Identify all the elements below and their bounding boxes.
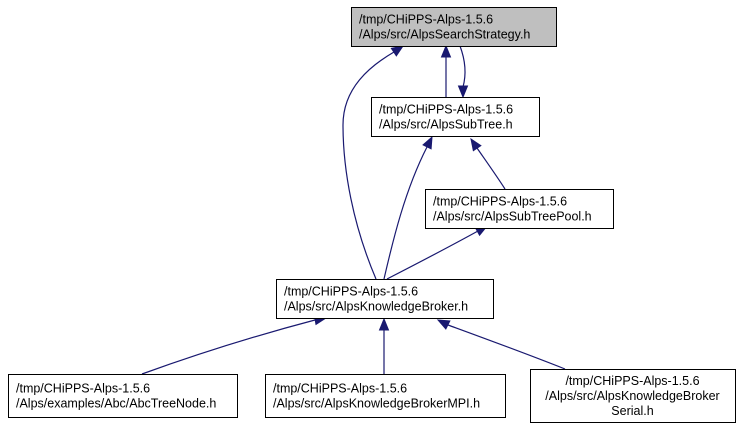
- edge-search_strategy-to-subtree: [457, 45, 469, 99]
- node-broker-mpi[interactable]: /tmp/CHiPPS-Alps-1.5.6/Alps/src/AlpsKnow…: [265, 374, 506, 418]
- edge-subtree-to-search_strategy: [440, 44, 452, 98]
- node-broker-serial[interactable]: /tmp/CHiPPS-Alps-1.5.6/Alps/src/AlpsKnow…: [530, 369, 736, 423]
- node-subtree[interactable]: /tmp/CHiPPS-Alps-1.5.6/Alps/src/AlpsSubT…: [371, 97, 540, 137]
- node-label-line: /Alps/examples/Abc/AbcTreeNode.h: [16, 397, 216, 411]
- node-box: [530, 369, 736, 423]
- node-label-line: /Alps/src/AlpsKnowledgeBrokerMPI.h: [273, 397, 480, 411]
- node-box: [351, 7, 557, 47]
- node-label-line: Serial.h: [611, 404, 653, 418]
- node-box: [425, 189, 614, 229]
- edge-line: [383, 146, 428, 280]
- edge-line: [447, 324, 566, 370]
- edge-line: [141, 319, 316, 375]
- node-label-line: /Alps/src/AlpsKnowledgeBroker.h: [284, 300, 468, 314]
- arrowhead: [470, 137, 482, 152]
- edge-broker_serial-to-knowledge_broker: [436, 319, 566, 370]
- edge-abc_tree_node-to-knowledge_broker: [141, 314, 328, 375]
- edge-knowledge_broker-to-subtree: [383, 135, 433, 280]
- node-label-line: /tmp/CHiPPS-Alps-1.5.6: [565, 374, 699, 388]
- node-label-line: /tmp/CHiPPS-Alps-1.5.6: [359, 13, 493, 27]
- node-box: [371, 97, 540, 137]
- node-knowledge-broker[interactable]: /tmp/CHiPPS-Alps-1.5.6/Alps/src/AlpsKnow…: [276, 279, 494, 319]
- node-search-strategy[interactable]: /tmp/CHiPPS-Alps-1.5.6/Alps/src/AlpsSear…: [351, 7, 557, 47]
- arrowhead: [440, 44, 452, 58]
- node-box: [8, 374, 238, 418]
- node-subtree-pool[interactable]: /tmp/CHiPPS-Alps-1.5.6/Alps/src/AlpsSubT…: [425, 189, 614, 229]
- edge-line: [386, 230, 479, 280]
- node-label-line: /Alps/src/AlpsSubTree.h: [379, 118, 513, 132]
- nodes-layer: /tmp/CHiPPS-Alps-1.5.6/Alps/src/AlpsSear…: [8, 7, 736, 423]
- node-box: [265, 374, 506, 418]
- node-label-line: /Alps/src/AlpsSubTreePool.h: [433, 210, 592, 224]
- arrowhead: [390, 45, 405, 57]
- edges-layer: [141, 44, 566, 375]
- node-label-line: /tmp/CHiPPS-Alps-1.5.6: [284, 285, 418, 299]
- node-label-line: /tmp/CHiPPS-Alps-1.5.6: [433, 195, 567, 209]
- node-label-line: /tmp/CHiPPS-Alps-1.5.6: [273, 382, 407, 396]
- edge-line: [476, 147, 506, 190]
- arrowhead: [436, 319, 451, 330]
- edge-line: [342, 51, 395, 280]
- node-label-line: /tmp/CHiPPS-Alps-1.5.6: [379, 103, 513, 117]
- node-abc-tree-node[interactable]: /tmp/CHiPPS-Alps-1.5.6/Alps/examples/Abc…: [8, 374, 238, 418]
- node-label-line: /tmp/CHiPPS-Alps-1.5.6: [16, 382, 150, 396]
- edge-broker_mpi-to-knowledge_broker: [378, 317, 390, 374]
- edge-knowledge_broker-to-subtree_pool: [386, 225, 489, 280]
- node-label-line: /Alps/src/AlpsSearchStrategy.h: [359, 28, 530, 42]
- node-box: [276, 279, 494, 319]
- edge-subtree_pool-to-subtree: [470, 137, 506, 190]
- arrowhead: [457, 85, 469, 99]
- edge-line: [459, 45, 466, 88]
- edge-knowledge_broker-to-search_strategy: [342, 45, 405, 280]
- arrowhead: [378, 317, 390, 331]
- arrowhead: [422, 135, 433, 150]
- node-label-line: /Alps/src/AlpsKnowledgeBroker: [545, 389, 719, 403]
